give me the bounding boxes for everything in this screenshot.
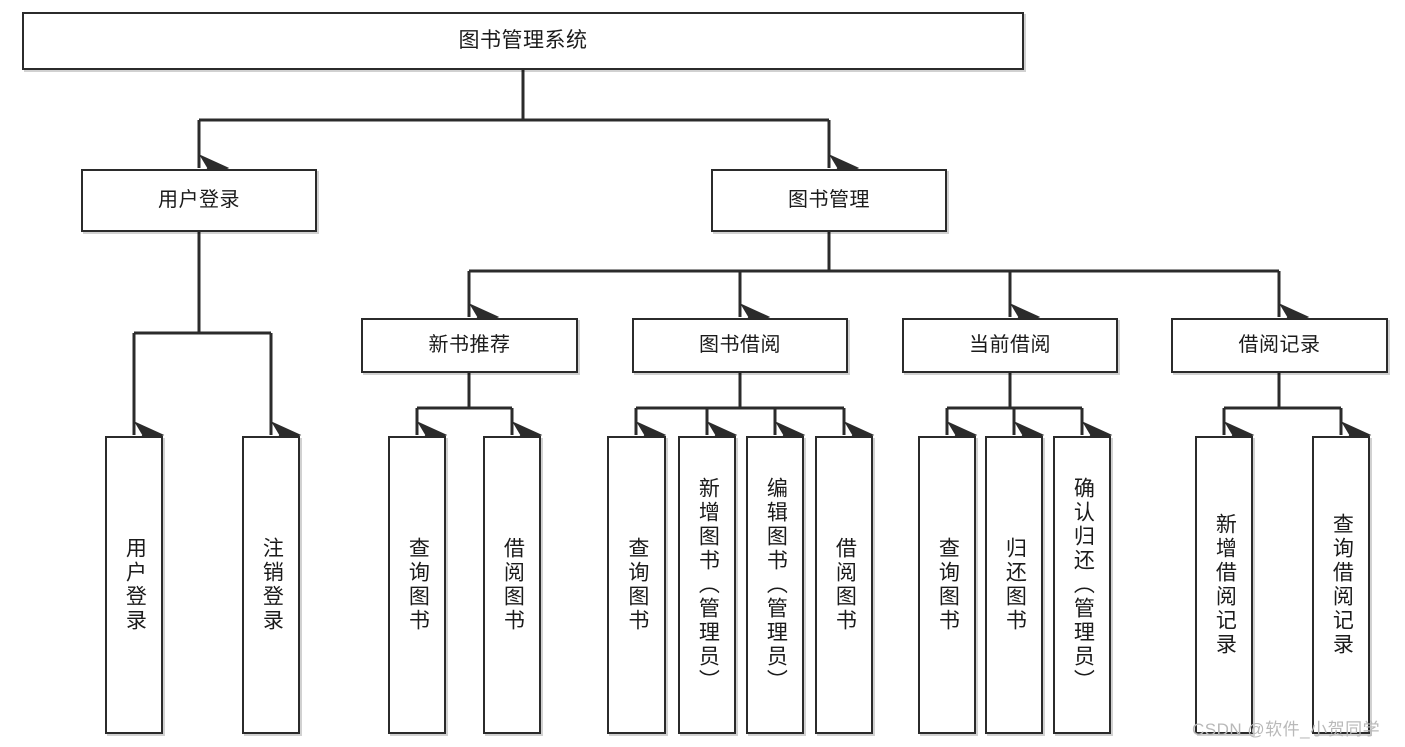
node-book-borrow[interactable]: 图书借阅: [632, 318, 848, 373]
node-root[interactable]: 图书管理系统: [22, 12, 1024, 70]
node-user-login[interactable]: 用户登录: [81, 169, 317, 232]
node-label: 确认归还（管理员）: [1071, 477, 1095, 693]
node-leaf-add-book[interactable]: 新增图书（管理员）: [678, 436, 736, 734]
node-label: 查询图书: [625, 537, 649, 633]
node-current-borrow[interactable]: 当前借阅: [902, 318, 1118, 373]
node-label: 图书管理: [788, 188, 870, 211]
node-label: 当前借阅: [969, 333, 1051, 356]
node-label: 用户登录: [158, 188, 240, 211]
node-leaf-user-logout[interactable]: 注销登录: [242, 436, 300, 734]
node-leaf-edit-book[interactable]: 编辑图书（管理员）: [746, 436, 804, 734]
node-label: 查询借阅记录: [1330, 513, 1354, 657]
node-label: 新增图书（管理员）: [696, 477, 720, 693]
node-label: 新增借阅记录: [1213, 513, 1237, 657]
node-label: 注销登录: [260, 537, 284, 633]
node-leaf-confirm-return[interactable]: 确认归还（管理员）: [1053, 436, 1111, 734]
node-leaf-borrow-book-2[interactable]: 借阅图书: [815, 436, 873, 734]
node-leaf-query-book-2[interactable]: 查询图书: [607, 436, 666, 734]
node-leaf-query-book-1[interactable]: 查询图书: [388, 436, 446, 734]
node-leaf-borrow-book-1[interactable]: 借阅图书: [483, 436, 541, 734]
node-book-manage[interactable]: 图书管理: [711, 169, 947, 232]
node-label: 查询图书: [936, 537, 960, 633]
node-leaf-query-book-3[interactable]: 查询图书: [918, 436, 976, 734]
node-label: 编辑图书（管理员）: [764, 477, 788, 693]
node-label: 归还图书: [1003, 537, 1027, 633]
node-label: 用户登录: [123, 537, 147, 633]
node-label: 借阅图书: [501, 537, 525, 633]
node-label: 新书推荐: [428, 333, 511, 356]
node-label: 借阅记录: [1238, 333, 1321, 356]
node-leaf-query-record[interactable]: 查询借阅记录: [1312, 436, 1370, 734]
node-label: 借阅图书: [833, 537, 857, 633]
node-label: 图书借阅: [699, 333, 781, 356]
node-leaf-return-book[interactable]: 归还图书: [985, 436, 1043, 734]
node-label: 图书管理系统: [458, 28, 588, 52]
node-new-book-recommend[interactable]: 新书推荐: [361, 318, 578, 373]
node-borrow-record[interactable]: 借阅记录: [1171, 318, 1388, 373]
node-leaf-user-login[interactable]: 用户登录: [105, 436, 163, 734]
node-leaf-add-record[interactable]: 新增借阅记录: [1195, 436, 1253, 734]
node-label: 查询图书: [406, 537, 430, 633]
